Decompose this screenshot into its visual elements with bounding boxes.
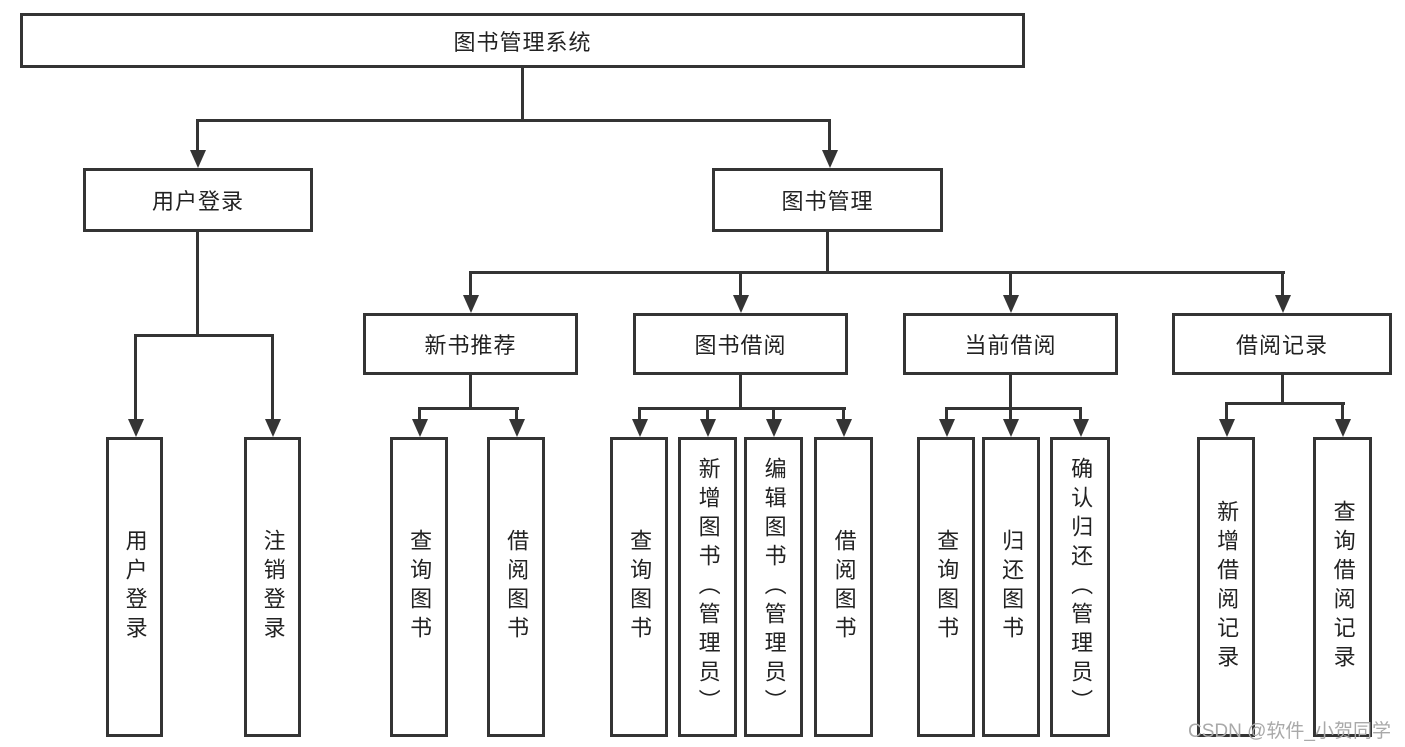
leaf-add-borrow-record: 新增借阅记录: [1197, 437, 1255, 737]
leaf-query-books-2: 查询图书: [610, 437, 668, 737]
leaf-confirm-return-admin: 确认归还（管理员）: [1050, 437, 1110, 737]
connector-line: [1225, 402, 1228, 421]
connector-line: [418, 407, 421, 421]
leaf-label: 借阅图书: [504, 529, 530, 645]
connector-line: [706, 407, 709, 421]
connector-line: [739, 373, 742, 410]
connector-line: [1009, 271, 1012, 297]
leaf-query-books-1: 查询图书: [390, 437, 448, 737]
connector-line: [1281, 373, 1284, 405]
leaf-edit-book-admin: 编辑图书（管理员）: [744, 437, 803, 737]
connector-line: [515, 407, 518, 421]
leaf-label: 用户登录: [122, 529, 148, 645]
leaf-label: 确认归还（管理员）: [1068, 456, 1094, 718]
connector-line: [134, 334, 137, 419]
node-label: 当前借阅: [964, 333, 1057, 358]
arrowhead-icon: [1073, 419, 1089, 437]
connector-line: [196, 119, 199, 152]
connector-line: [196, 230, 199, 337]
leaf-borrow-books-2: 借阅图书: [814, 437, 873, 737]
leaf-label: 新增图书（管理员）: [695, 456, 721, 718]
node-book-borrowing: 图书借阅: [633, 313, 848, 375]
arrowhead-icon: [128, 419, 144, 437]
leaf-label: 查询图书: [627, 529, 653, 645]
arrowhead-icon: [1003, 419, 1019, 437]
connector-line: [1281, 271, 1284, 297]
leaf-label: 注销登录: [260, 529, 286, 645]
connector-line: [1009, 373, 1012, 410]
connector-line: [826, 230, 829, 274]
leaf-query-books-3: 查询图书: [917, 437, 975, 737]
arrowhead-icon: [412, 419, 428, 437]
node-borrow-records: 借阅记录: [1172, 313, 1392, 375]
arrowhead-icon: [1219, 419, 1235, 437]
arrowhead-icon: [1003, 295, 1019, 313]
connector-line: [1079, 407, 1082, 421]
leaf-label: 新增借阅记录: [1214, 500, 1240, 674]
arrowhead-icon: [632, 419, 648, 437]
arrowhead-icon: [1335, 419, 1351, 437]
leaf-user-login: 用户登录: [106, 437, 163, 737]
arrowhead-icon: [939, 419, 955, 437]
arrowhead-icon: [766, 419, 782, 437]
arrowhead-icon: [509, 419, 525, 437]
connector-line: [945, 407, 948, 421]
leaf-label: 归还图书: [999, 529, 1025, 645]
node-label: 图书管理系统: [453, 29, 592, 55]
leaf-label: 借阅图书: [831, 529, 857, 645]
connector-line: [638, 407, 846, 410]
connector-line: [469, 271, 1285, 274]
node-label: 新书推荐: [424, 333, 517, 358]
connector-line: [134, 334, 274, 337]
connector-line: [638, 407, 641, 421]
connector-line: [271, 334, 274, 419]
connector-line: [945, 407, 1082, 410]
arrowhead-icon: [822, 150, 838, 168]
connector-line: [521, 66, 524, 122]
connector-line: [196, 119, 831, 122]
connector-line: [469, 271, 472, 297]
connector-line: [772, 407, 775, 421]
arrowhead-icon: [463, 295, 479, 313]
node-library-management-system: 图书管理系统: [20, 13, 1025, 68]
leaf-label: 编辑图书（管理员）: [761, 456, 787, 718]
connector-line: [1341, 402, 1344, 421]
arrowhead-icon: [190, 150, 206, 168]
connector-line: [469, 373, 472, 410]
arrowhead-icon: [836, 419, 852, 437]
leaf-query-borrow-record: 查询借阅记录: [1313, 437, 1372, 737]
connector-line: [828, 119, 831, 152]
csdn-watermark: CSDN @软件_小贺同学: [1188, 721, 1391, 742]
arrowhead-icon: [700, 419, 716, 437]
node-label: 用户登录: [151, 189, 244, 214]
connector-line: [739, 271, 742, 297]
connector-line: [418, 407, 519, 410]
connector-line: [1009, 407, 1012, 421]
leaf-label: 查询图书: [407, 529, 433, 645]
leaf-label: 查询借阅记录: [1330, 500, 1356, 674]
node-current-borrowing: 当前借阅: [903, 313, 1118, 375]
node-user-login: 用户登录: [83, 168, 313, 232]
leaf-label: 查询图书: [934, 529, 960, 645]
node-label: 图书管理: [781, 189, 874, 214]
leaf-return-book: 归还图书: [982, 437, 1040, 737]
arrowhead-icon: [1275, 295, 1291, 313]
leaf-logout: 注销登录: [244, 437, 301, 737]
connector-line: [842, 407, 845, 421]
connector-line: [1225, 402, 1345, 405]
node-book-management: 图书管理: [712, 168, 943, 232]
node-label: 图书借阅: [694, 333, 787, 358]
leaf-borrow-books-1: 借阅图书: [487, 437, 545, 737]
arrowhead-icon: [733, 295, 749, 313]
arrowhead-icon: [265, 419, 281, 437]
leaf-add-book-admin: 新增图书（管理员）: [678, 437, 737, 737]
node-new-book-recommend: 新书推荐: [363, 313, 578, 375]
node-label: 借阅记录: [1235, 333, 1328, 358]
